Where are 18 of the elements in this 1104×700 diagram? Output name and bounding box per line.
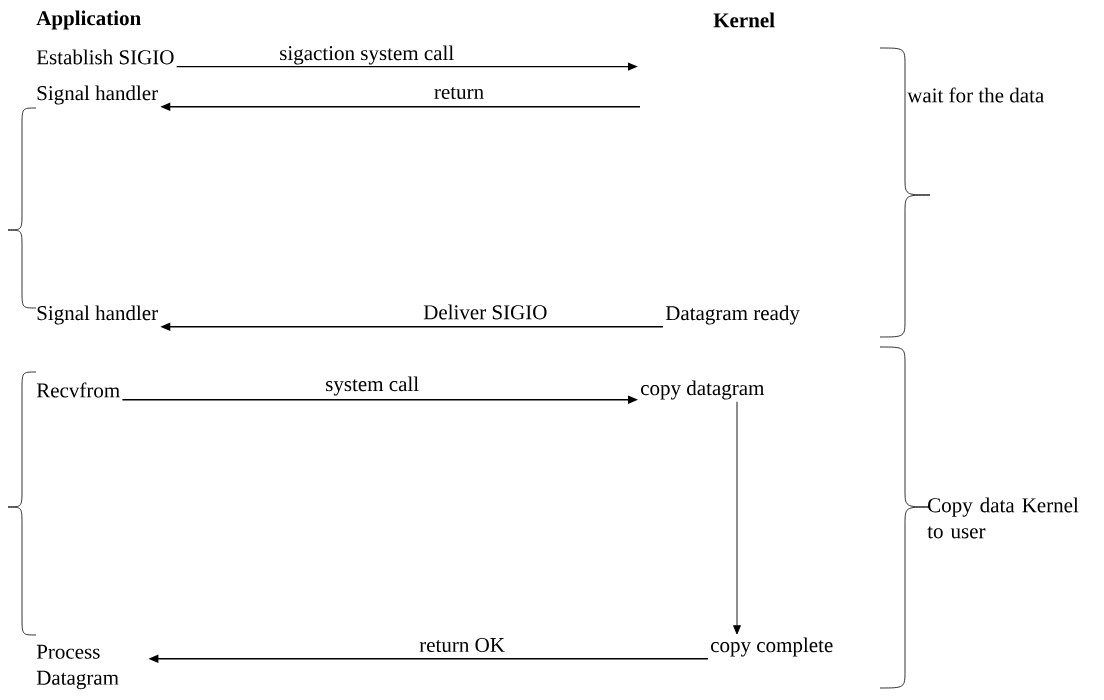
arrow-label: return [432,86,486,100]
step-text: copy complete [711,637,833,657]
arrow-label: sigaction system call [278,44,456,66]
step-text: Datagram ready [665,305,800,325]
arrow-label: system call [324,375,421,397]
arrow-label: return OK [418,636,506,654]
step-text: Signal handler [37,305,158,325]
phase-label: Copy data Kernel to user [927,497,1079,539]
step-text: Establish SIGIO [36,49,174,65]
step-text: Recvfrom [36,382,120,398]
step-text: Process Datagram [36,644,119,690]
arrow [733,401,741,635]
step-text: Signal handler [37,85,158,105]
column-heading: Kernel [713,12,775,28]
step-text: copy datagram [641,380,765,400]
column-heading: Application [36,10,141,30]
arrow-label: Deliver SIGIO [422,303,549,321]
phase-label: wait for the data [907,87,1044,103]
